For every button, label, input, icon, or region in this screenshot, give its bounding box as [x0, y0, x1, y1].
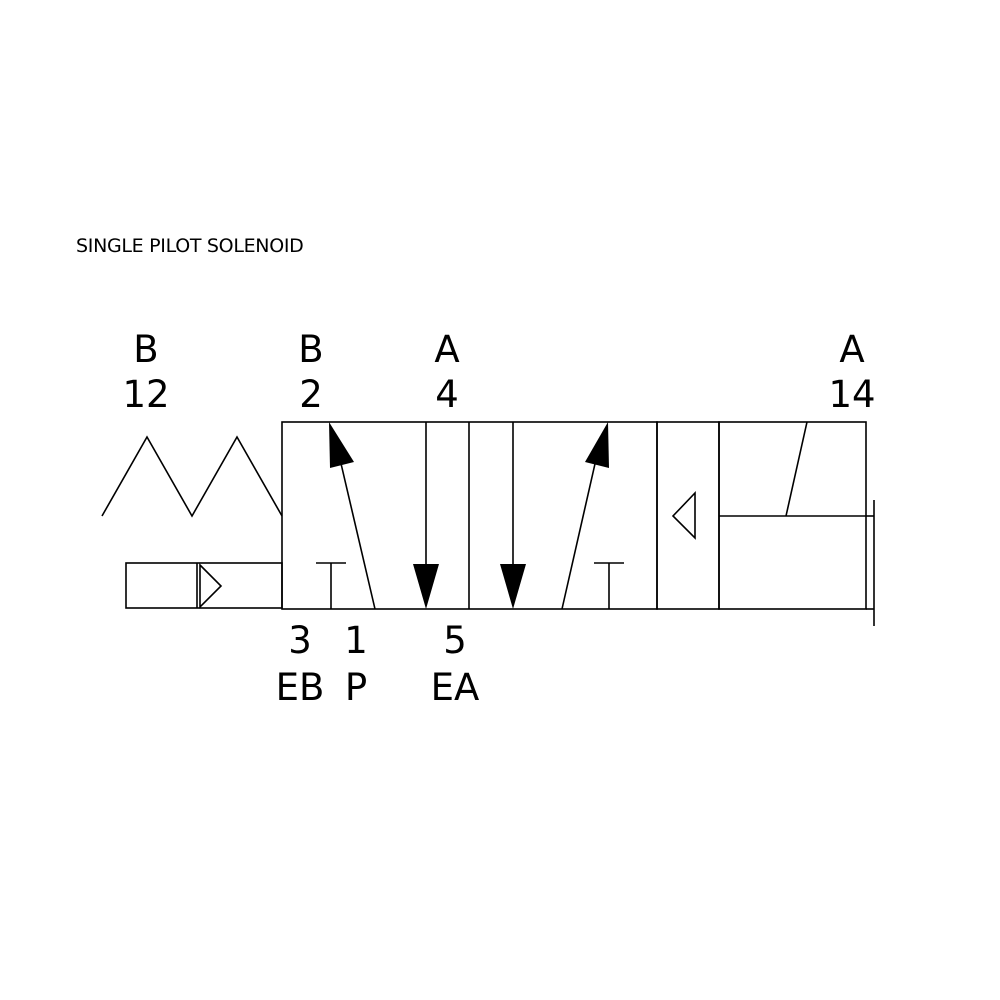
- port-label-5-number: 5: [443, 619, 467, 662]
- port-label-a-4-number: 4: [435, 373, 459, 416]
- port-label-b-2-number: 2: [299, 373, 323, 416]
- port-label-p-letter: P: [345, 666, 367, 709]
- right-pilot-box: [656, 421, 720, 610]
- port-label-b-2-letter: B: [298, 328, 323, 371]
- flow-arrow-icon: [500, 564, 526, 609]
- pilot-triangle-icon: [671, 491, 696, 540]
- port-label-b-12-number: 12: [122, 373, 169, 416]
- port-label-a-14-letter: A: [839, 328, 864, 371]
- port-label-1-number: 1: [344, 619, 368, 662]
- solenoid-coil-slash: [785, 421, 808, 517]
- flow-arrow-icon: [329, 422, 354, 468]
- flow-line-p-to-a: [561, 454, 598, 610]
- flow-arrow-icon: [585, 422, 609, 468]
- spring-return-icon: [101, 435, 283, 518]
- port-label-a-14-number: 14: [828, 373, 875, 416]
- port-label-3-number: 3: [288, 619, 312, 662]
- port-label-a-4-letter: A: [434, 328, 459, 371]
- port-label-ea-letter: EA: [431, 666, 480, 709]
- bottom-port-labels: 3 EB 1 P 5 EA: [276, 619, 480, 709]
- schematic-lines: [101, 421, 875, 626]
- flow-arrow-icon: [413, 564, 439, 609]
- top-port-labels: B 12 B 2 A 4 A 14: [122, 328, 875, 416]
- port-label-eb-letter: EB: [276, 666, 325, 709]
- diagram-title: SINGLE PILOT SOLENOID: [76, 235, 304, 257]
- flow-arrowheads: [329, 422, 609, 609]
- pilot-triangle-icon: [199, 563, 223, 609]
- flow-line-p-to-b: [338, 454, 376, 610]
- port-label-b-12-letter: B: [133, 328, 158, 371]
